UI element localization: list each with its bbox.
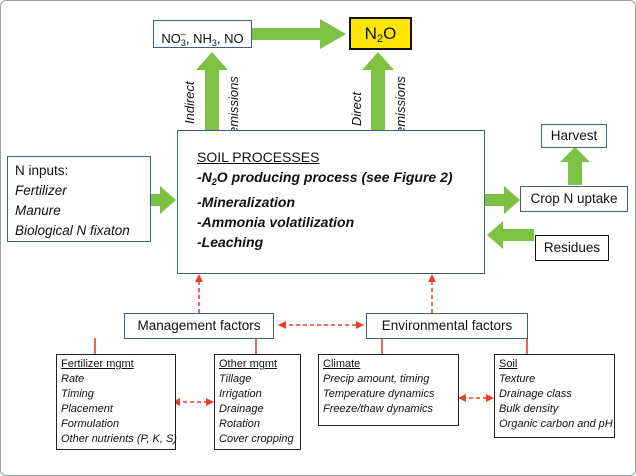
soil-item-drainage-class: Drainage class [499, 388, 572, 400]
soil-props-title: Soil [499, 358, 518, 370]
fert-item-other-nutrients: Other nutrients (P, K, S) [61, 433, 177, 445]
other-mgmt-title: Other mgmt [219, 358, 278, 370]
fertilizer-mgmt-title: Fertilizer mgmt [61, 358, 134, 370]
green-arrow-uptake-to-harvest [560, 147, 590, 185]
crop-uptake-label: Crop N uptake [530, 191, 618, 206]
no3-superscript: – [180, 29, 186, 39]
n-inputs-title: N inputs: [15, 163, 69, 178]
soil-process-n2o-sub: 2 [211, 177, 217, 187]
fertilizer-mgmt-box: Fertilizer mgmt Rate Timing Placement Fo… [56, 354, 177, 450]
soil-process-n2o-a: -N [197, 169, 212, 185]
climate-title: Climate [323, 358, 361, 370]
environmental-factors-box: Environmental factors [366, 313, 528, 339]
indirect-emissions-label: emissions [226, 76, 241, 134]
soil-process-ammonia: -Ammonia volatilization [197, 214, 355, 230]
no3-subscript: 3 [180, 38, 186, 48]
n2o-o: O [383, 24, 397, 43]
green-arrow-soil-to-uptake [485, 186, 520, 214]
soil-process-n2o: -N2O producing process (see Figure 2) [197, 167, 484, 192]
n-input-bnf: Biological N fixaton [15, 223, 130, 238]
fert-item-formulation: Formulation [61, 418, 120, 430]
n2o-n: N [364, 24, 377, 43]
residues-label: Residues [543, 240, 601, 255]
other-item-irrigation: Irrigation [219, 388, 262, 400]
fert-item-rate: Rate [61, 373, 85, 385]
crop-uptake-box: Crop N uptake [520, 186, 628, 212]
n-input-fertilizer: Fertilizer [15, 183, 67, 198]
management-factors-label: Management factors [137, 318, 261, 333]
precursors-box: NO3–, NH3, NO [153, 20, 252, 48]
green-arrow-precursors-to-n2o [252, 19, 346, 49]
harvest-box: Harvest [541, 124, 607, 148]
other-item-tillage: Tillage [219, 373, 252, 385]
other-item-rotation: Rotation [219, 418, 260, 430]
management-factors-box: Management factors [124, 313, 274, 339]
soil-processes-box: SOIL PROCESSES -N2O producing process (s… [177, 130, 485, 274]
soil-item-organic-carbon: Organic carbon and pH [499, 418, 613, 430]
soil-process-leaching: -Leaching [197, 234, 264, 250]
fert-item-timing: Timing [61, 388, 94, 400]
nh3-label: , NH [185, 31, 212, 46]
soil-item-bulk-density: Bulk density [499, 403, 559, 415]
other-mgmt-box: Other mgmt Tillage Irrigation Drainage R… [214, 354, 301, 450]
other-item-drainage: Drainage [219, 403, 264, 415]
no3-label: NO [161, 31, 181, 46]
soil-process-mineralization: -Mineralization [197, 194, 296, 210]
green-arrow-indirect-up [196, 52, 228, 130]
green-arrow-inputs-to-soil [151, 186, 176, 214]
n2o-box: N2O [349, 17, 412, 50]
environmental-factors-label: Environmental factors [381, 318, 513, 333]
nh3-subscript: 3 [211, 38, 217, 48]
green-arrow-direct-up [362, 52, 394, 130]
climate-item-temperature: Temperature dynamics [323, 388, 435, 400]
climate-box: Climate Precip amount, timing Temperatur… [318, 354, 459, 426]
climate-item-freeze-thaw: Freeze/thaw dynamics [323, 403, 434, 415]
n2o-subscript: 2 [376, 33, 384, 45]
residues-box: Residues [535, 235, 609, 261]
other-item-cover-cropping: Cover cropping [219, 433, 294, 445]
no-label: , NO [216, 31, 244, 46]
indirect-label: Indirect [182, 81, 197, 124]
green-arrow-residues-to-soil [487, 221, 534, 249]
n-inputs-box: N inputs: Fertilizer Manure Biological N… [7, 156, 151, 242]
soil-process-n2o-b: O producing process (see Figure 2) [216, 169, 453, 185]
climate-item-precip: Precip amount, timing [323, 373, 430, 385]
soil-item-texture: Texture [499, 373, 536, 385]
direct-label: Direct [349, 92, 364, 126]
soil-processes-title: SOIL PROCESSES [197, 149, 320, 165]
n-input-manure: Manure [15, 203, 61, 218]
fert-item-placement: Placement [61, 403, 113, 415]
direct-emissions-label: emissions [393, 76, 408, 134]
soil-props-box: Soil Texture Drainage class Bulk density… [494, 354, 615, 438]
harvest-label: Harvest [550, 128, 598, 143]
